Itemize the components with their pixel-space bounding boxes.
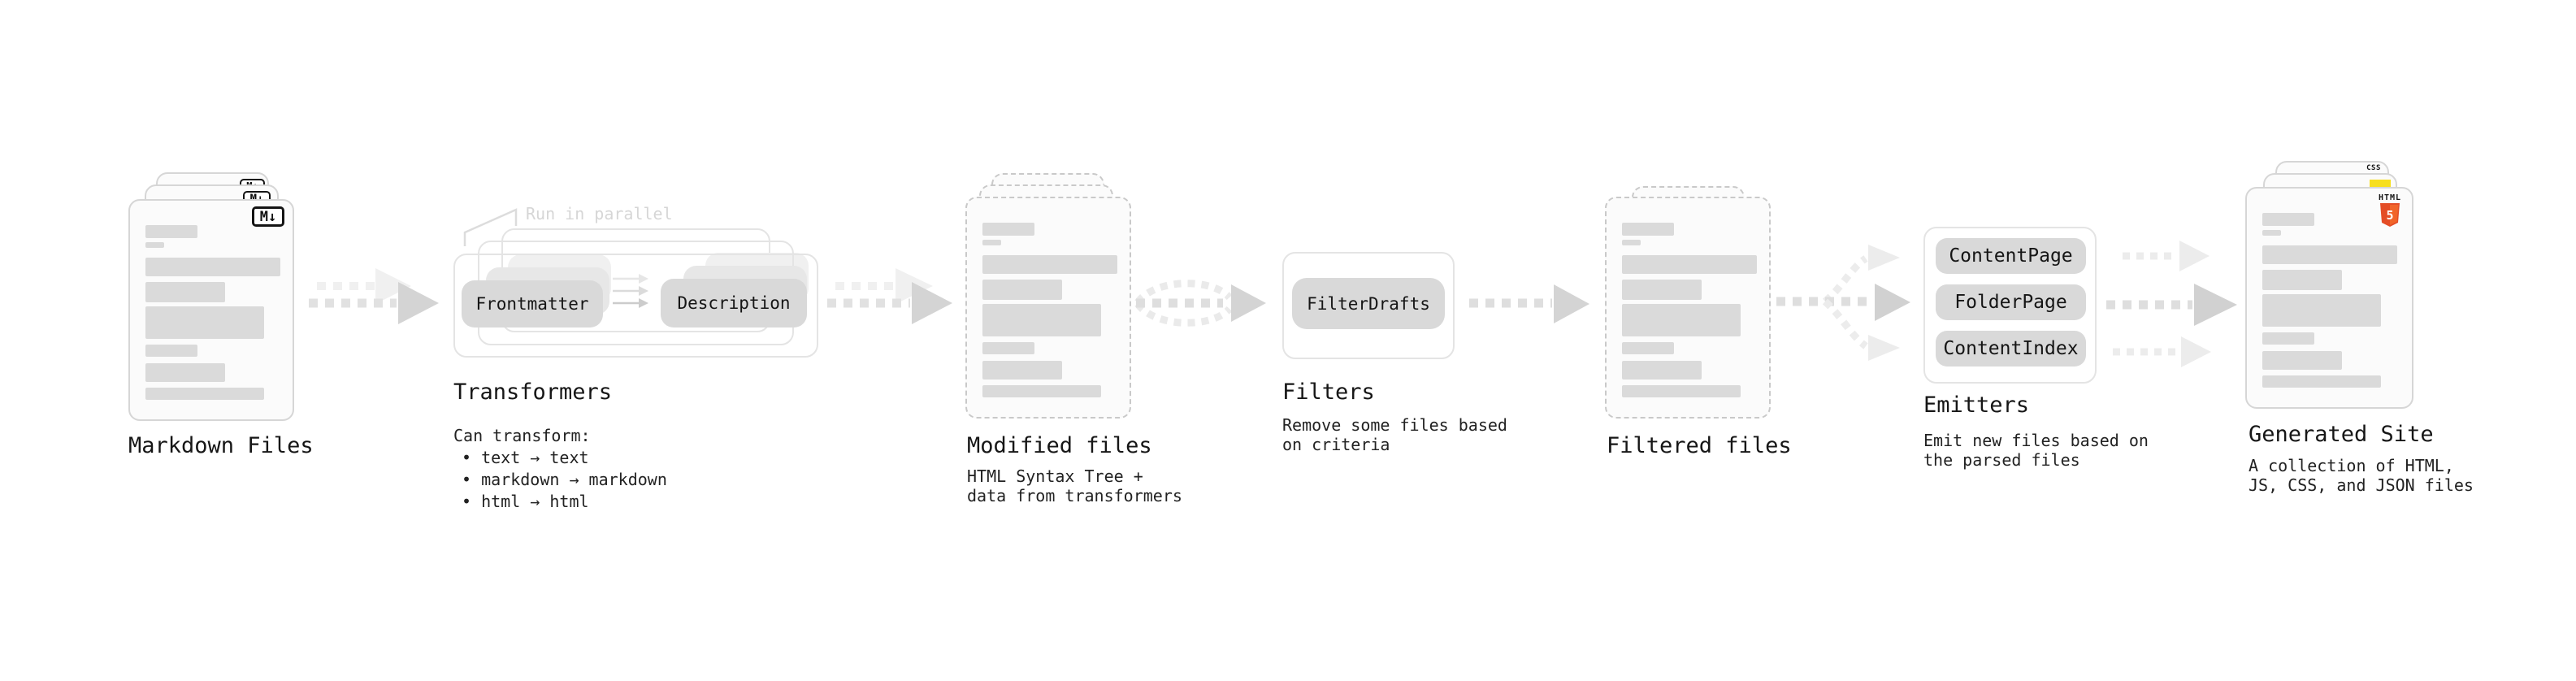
placeholder-text-bar — [982, 280, 1062, 300]
placeholder-text-bar — [145, 388, 264, 400]
generated-file-card: HTML 5 — [2245, 187, 2413, 409]
placeholder-text-bar — [1622, 304, 1741, 336]
markdown-files-title: Markdown Files — [128, 433, 314, 458]
run-in-parallel-callout-line — [463, 208, 518, 246]
arrow-filters-to-filtered — [1469, 284, 1589, 323]
placeholder-text-bar — [145, 282, 225, 302]
filterdrafts-pill: FilterDrafts — [1292, 278, 1445, 329]
arrow-markdown-to-transformers — [309, 268, 439, 324]
transformers-bullet: • text → text — [462, 448, 589, 467]
markdown-icon: M↓ — [252, 206, 284, 227]
filtered-files-title: Filtered files — [1607, 433, 1792, 458]
placeholder-text-bar — [2262, 332, 2314, 345]
placeholder-text-bar — [982, 255, 1117, 274]
svg-text:5: 5 — [2386, 208, 2393, 223]
emitters-title: Emitters — [1923, 393, 2030, 418]
frontmatter-pill: Frontmatter — [462, 280, 603, 327]
placeholder-text-bar — [1622, 361, 1702, 380]
filtered-file-card — [1605, 197, 1771, 419]
placeholder-text-bar — [982, 361, 1062, 380]
placeholder-text-bar — [2262, 375, 2381, 388]
placeholder-text-bar — [145, 225, 197, 238]
modified-file-card — [965, 197, 1131, 419]
contentindex-pill: ContentIndex — [1936, 331, 2086, 367]
filters-title: Filters — [1282, 380, 1375, 405]
placeholder-text-bar — [2262, 294, 2381, 327]
placeholder-text-bar — [1622, 240, 1641, 245]
placeholder-text-bar — [1622, 342, 1674, 354]
placeholder-text-bar — [145, 345, 197, 357]
transformers-caption-line: Can transform: — [453, 426, 591, 445]
placeholder-text-bar — [145, 306, 264, 339]
generated-site-title: Generated Site — [2249, 422, 2434, 447]
placeholder-text-bar — [145, 258, 280, 276]
emitters-caption: Emit new files based on the parsed files — [1923, 431, 2149, 470]
placeholder-text-bar — [982, 304, 1101, 336]
arrow-frontmatter-to-description — [613, 274, 648, 308]
description-pill: Description — [661, 279, 807, 327]
transformer-box — [453, 254, 818, 358]
modified-files-title: Modified files — [967, 433, 1152, 458]
transformers-caption: Can transform: • text → text • markdown … — [453, 425, 667, 513]
arrow-transformers-to-modified — [827, 268, 952, 324]
generated-site-caption: A collection of HTML, JS, CSS, and JSON … — [2249, 456, 2474, 495]
modified-files-caption: HTML Syntax Tree + data from transformer… — [967, 466, 1182, 505]
transformers-bullet: • html → html — [462, 492, 589, 511]
placeholder-text-bar — [982, 342, 1034, 354]
arrow-modified-to-filters — [1134, 280, 1266, 327]
placeholder-text-bar — [1622, 255, 1757, 274]
placeholder-text-bar — [982, 385, 1101, 397]
placeholder-text-bar — [1622, 223, 1674, 236]
placeholder-text-bar — [2262, 351, 2342, 370]
placeholder-text-bar — [1622, 280, 1702, 300]
transformers-bullet: • markdown → markdown — [462, 470, 667, 489]
placeholder-text-bar — [145, 242, 164, 248]
arrow-emitters-to-generated — [2106, 241, 2237, 367]
arrow-filtered-to-emitters — [1776, 245, 1910, 361]
filters-caption: Remove some files based on criteria — [1282, 415, 1507, 454]
placeholder-text-bar — [145, 363, 225, 382]
markdown-file-card: M↓ — [128, 199, 294, 421]
placeholder-text-bar — [1622, 385, 1741, 397]
placeholder-text-bar — [982, 240, 1001, 245]
run-in-parallel-label: Run in parallel — [526, 204, 673, 223]
transformers-title: Transformers — [453, 380, 613, 405]
folderpage-pill: FolderPage — [1936, 284, 2086, 320]
placeholder-text-bar — [2262, 245, 2397, 264]
placeholder-text-bar — [982, 223, 1034, 236]
placeholder-text-bar — [2262, 213, 2314, 226]
placeholder-text-bar — [2262, 230, 2281, 236]
placeholder-text-bar — [2262, 270, 2342, 290]
contentpage-pill: ContentPage — [1936, 238, 2086, 274]
html5-icon: HTML 5 — [2376, 194, 2404, 228]
